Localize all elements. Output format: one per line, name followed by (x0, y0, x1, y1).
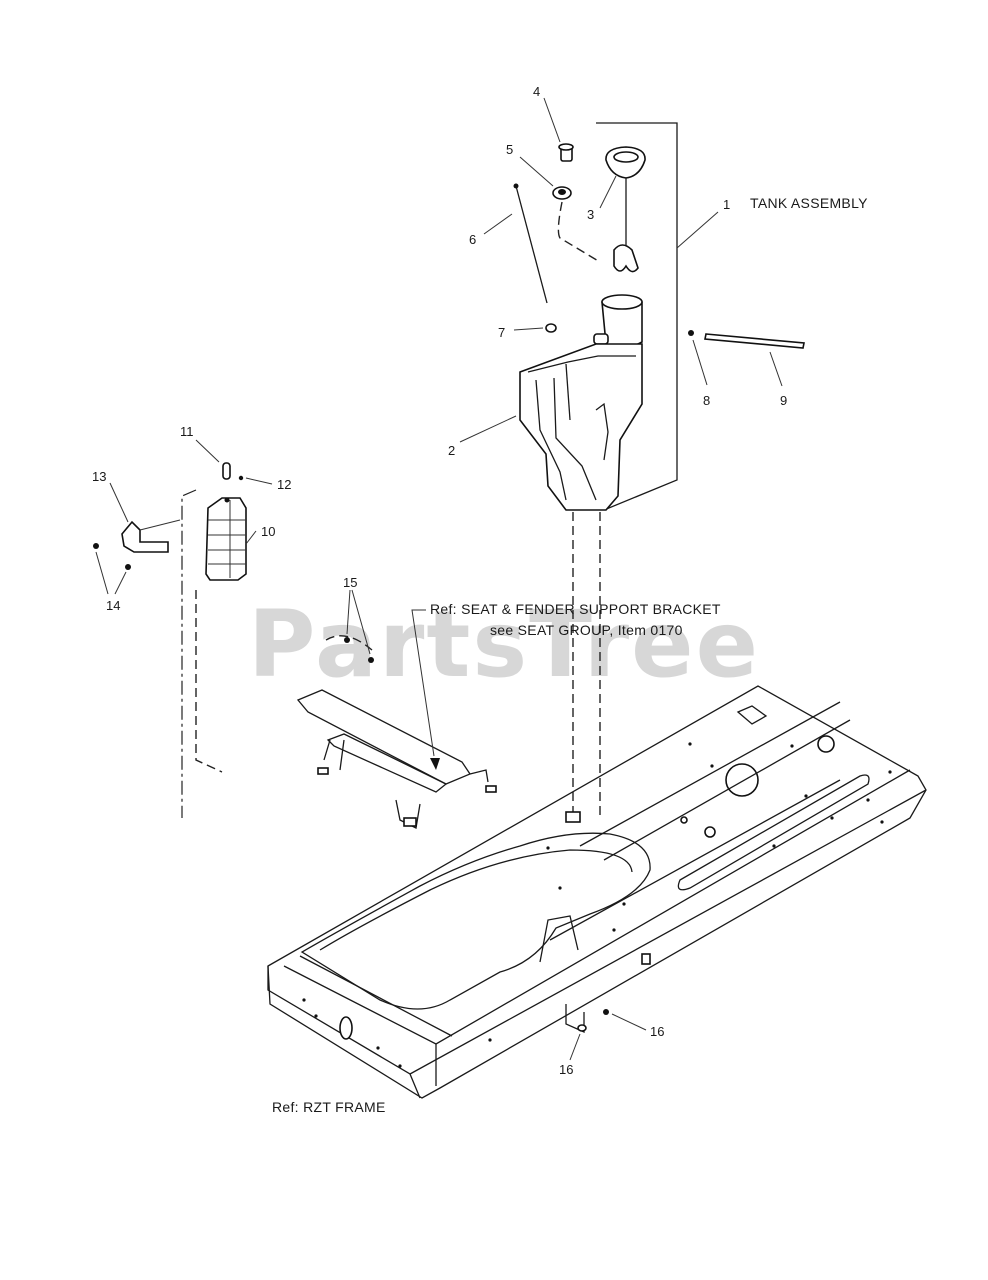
ref-rzt-frame: Ref: RZT FRAME (272, 1099, 386, 1115)
screw-15a-part[interactable] (344, 637, 350, 643)
vent-fitting-part[interactable] (558, 143, 574, 162)
callout-8: 8 (703, 393, 710, 408)
callout-11: 11 (180, 424, 194, 439)
tank-assembly-label: TANK ASSEMBLY (750, 195, 868, 211)
tank-assembly-bracket (596, 122, 719, 511)
canister-dashdot-line (181, 489, 197, 818)
tank-rod-part[interactable] (704, 333, 805, 349)
canister-part[interactable] (205, 497, 247, 581)
callout-15: 15 (343, 575, 357, 590)
fuel-tank-part[interactable] (519, 294, 643, 511)
ref-seat-bracket-line1: Ref: SEAT & FENDER SUPPORT BRACKET (430, 601, 721, 617)
rzt-frame (267, 685, 927, 1099)
callout-16-bottom: 16 (559, 1062, 573, 1077)
pin-8-part[interactable] (688, 330, 694, 336)
seat-support-bracket (296, 689, 497, 829)
vent-tube-part[interactable] (513, 183, 548, 304)
callout-5: 5 (506, 142, 513, 157)
callout-1: 1 (723, 197, 730, 212)
leader-lines (95, 97, 783, 1061)
nut-7-part[interactable] (545, 323, 557, 333)
hose-connector-part[interactable] (222, 462, 231, 480)
clip-12-part[interactable] (238, 475, 244, 481)
watermark-text: PartsTree (248, 591, 760, 698)
canister-bracket-part[interactable] (121, 519, 181, 553)
fuel-cap-part[interactable] (605, 146, 646, 273)
callout-6: 6 (469, 232, 476, 247)
callout-4: 4 (533, 84, 540, 99)
callout-12: 12 (277, 477, 291, 492)
screw-15b-part[interactable] (368, 657, 374, 663)
screw-14b-part[interactable] (125, 564, 131, 570)
callout-3: 3 (587, 207, 594, 222)
callout-7: 7 (498, 325, 505, 340)
callout-9: 9 (780, 393, 787, 408)
grommet-dash-line (557, 201, 601, 263)
grommet-part[interactable] (552, 186, 572, 200)
ref-seat-bracket-line2: see SEAT GROUP, Item 0170 (490, 622, 683, 638)
frame-screw-16a-part[interactable] (577, 1024, 587, 1032)
callout-10: 10 (261, 524, 275, 539)
canister-dash-line (195, 590, 223, 773)
callout-13: 13 (92, 469, 106, 484)
callout-16-right: 16 (650, 1024, 664, 1039)
frame-screw-16b-part[interactable] (603, 1009, 609, 1015)
screw-14a-part[interactable] (93, 543, 99, 549)
callout-14: 14 (106, 598, 120, 613)
callout-2: 2 (448, 443, 455, 458)
